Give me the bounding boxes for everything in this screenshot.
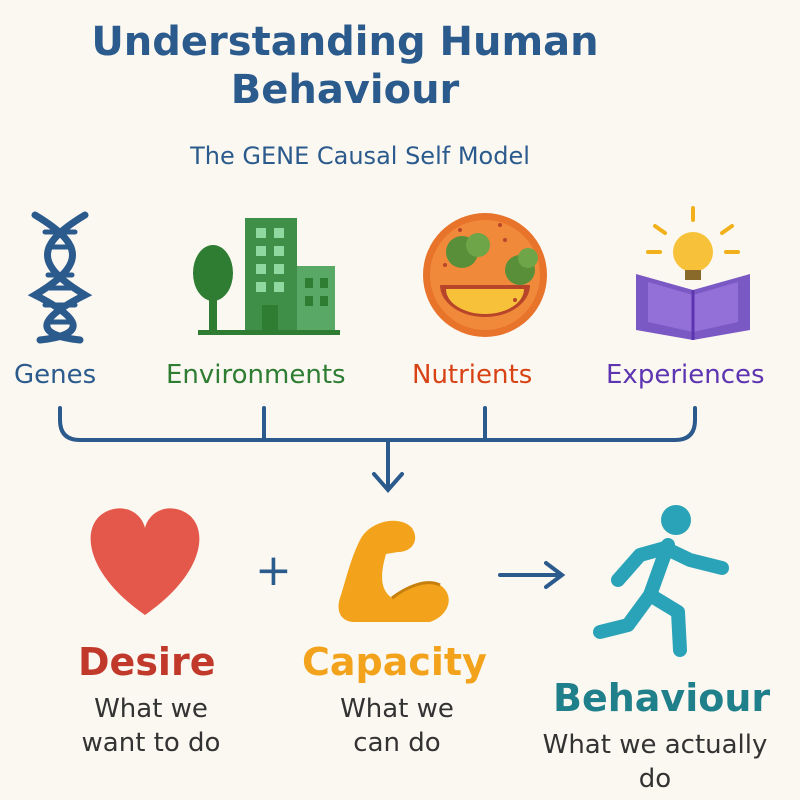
plus-operator: + xyxy=(255,545,292,596)
factor-label-nutrients: Nutrients xyxy=(412,360,533,390)
outcome-label-capacity: Capacity xyxy=(302,640,487,684)
factor-label-environments: Environments xyxy=(166,360,346,390)
factor-label-experiences: Experiences xyxy=(606,360,765,390)
outcome-desc-desire: What we want to do xyxy=(81,694,221,758)
outcome-label-behaviour: Behaviour xyxy=(553,676,771,720)
factor-label-genes: Genes xyxy=(14,360,97,390)
page-subtitle: The GENE Causal Self Model xyxy=(190,142,530,170)
outcome-label-desire: Desire xyxy=(78,640,216,684)
outcome-desc-capacity: What we can do xyxy=(340,694,454,758)
page-title: Understanding Human Behaviour xyxy=(91,19,599,113)
outcome-desc-behaviour: What we actually do xyxy=(542,730,768,794)
